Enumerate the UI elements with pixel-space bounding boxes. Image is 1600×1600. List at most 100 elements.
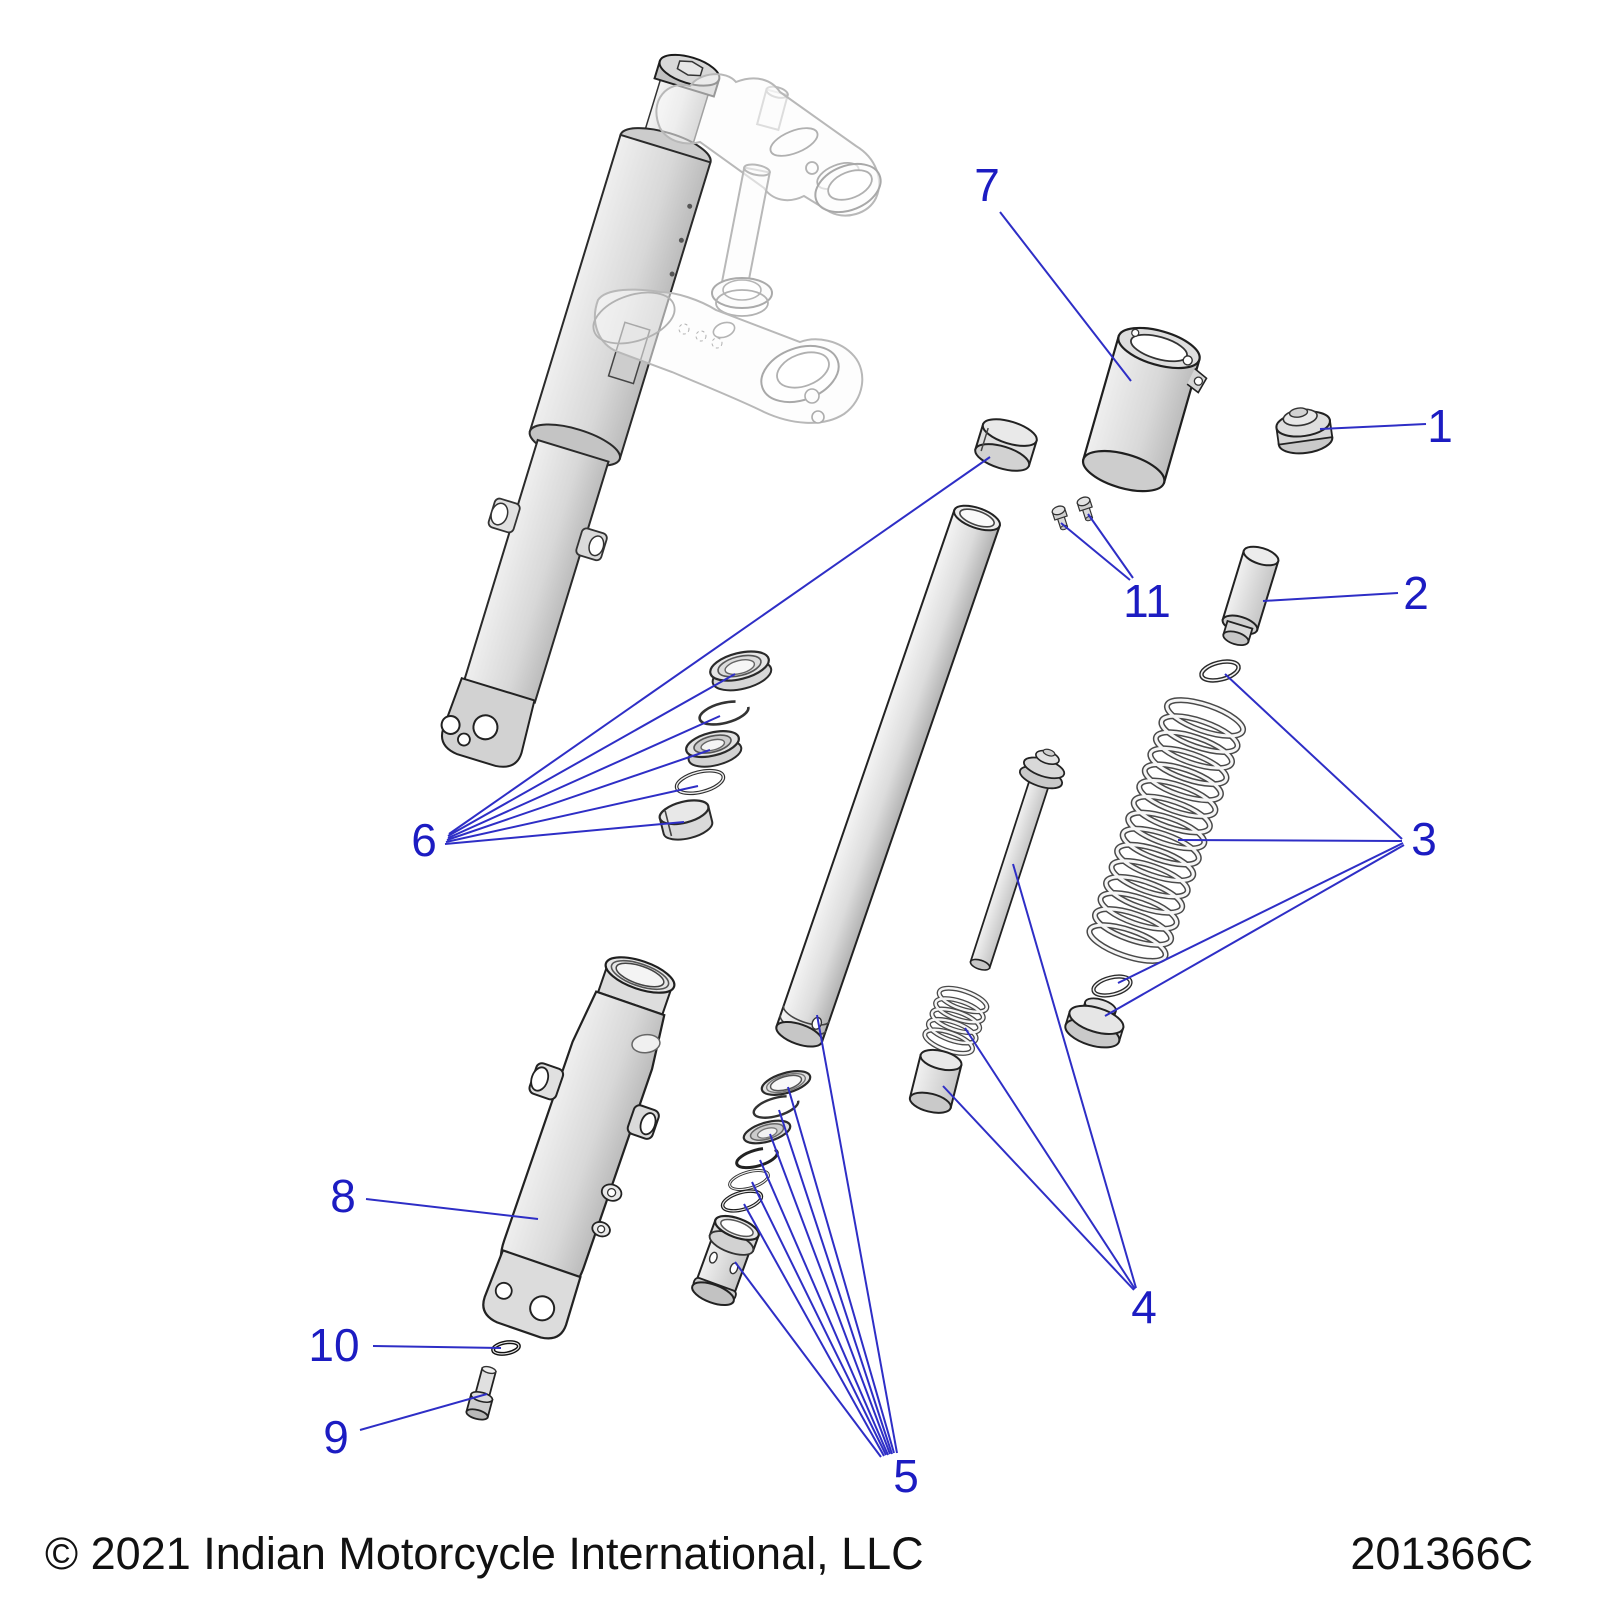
part-code: 201366C (1350, 1528, 1533, 1579)
leader-line-5 (759, 1159, 889, 1456)
leader-line-5 (751, 1181, 887, 1456)
rivet-dot (678, 237, 684, 243)
bearing-race (715, 289, 769, 317)
pinch-bolt-hole (678, 323, 690, 335)
oring-top-highlight (1200, 660, 1240, 682)
guide-cap (974, 418, 1038, 472)
cap-seam (980, 427, 989, 452)
damper-rod (969, 748, 1066, 971)
leg-axle-hole (529, 1295, 556, 1322)
cartridge-body (691, 1214, 760, 1307)
leader-line-5 (769, 1133, 891, 1455)
leader-line-2 (1262, 592, 1399, 602)
fork-cap-hex (676, 60, 704, 77)
rivet-dot (687, 203, 693, 209)
seal-washer-highlight (675, 769, 725, 795)
screw (1051, 505, 1069, 531)
leader-line-5 (787, 1086, 895, 1454)
clamp-bolt (804, 388, 820, 404)
fork-cover-part (1081, 326, 1208, 493)
clip-ring (752, 1095, 800, 1119)
leader-line-6 (445, 785, 699, 843)
lower-fork-leg (482, 956, 676, 1340)
fork-slider-body (462, 438, 610, 704)
leader-lines (359, 211, 1427, 1458)
leg-foot (482, 1248, 582, 1340)
callout-8: 8 (330, 1170, 356, 1222)
leader-line-11 (1087, 513, 1134, 579)
callout-6: 6 (411, 814, 437, 866)
pinch-bolt-hole (711, 337, 723, 349)
rod-seal (742, 1119, 792, 1145)
leader-line-5 (778, 1109, 893, 1455)
footer: © 2021 Indian Motorcycle International, … (45, 1528, 1533, 1580)
leader-line-10 (372, 1345, 502, 1349)
clamp-hole (769, 127, 819, 157)
leader-line-6 (447, 673, 736, 837)
assembled-fork-leg (440, 53, 721, 768)
flat-washer-highlight (729, 1169, 769, 1191)
inner-fork-tube (775, 504, 1001, 1048)
clamp-bolt (811, 410, 825, 424)
leader-line-11 (1060, 522, 1131, 581)
callout-3: 3 (1411, 813, 1437, 865)
leader-line-8 (365, 1198, 539, 1220)
leg-lug-left-hole (530, 1066, 550, 1092)
fender-lug-left-hole (490, 502, 509, 526)
leader-line-7 (999, 211, 1132, 382)
leader-line-4 (942, 1085, 1135, 1291)
main-spring (1085, 693, 1247, 969)
cartridge-hole (708, 1251, 718, 1264)
cover-tab-hole (1131, 328, 1140, 337)
callout-1: 1 (1427, 400, 1453, 452)
cover-side-tab-hole (1193, 376, 1204, 386)
callout-11: 11 (1123, 575, 1171, 627)
callout-5: 5 (893, 1450, 919, 1502)
leg-lug-right-hole (639, 1112, 657, 1136)
dark-clip (735, 1146, 779, 1170)
leader-line-4 (964, 1027, 1136, 1290)
leader-line-3 (1104, 844, 1405, 1017)
leader-line-6 (447, 715, 721, 839)
lower-clamp-fork-bore (592, 291, 676, 345)
steering-stem (718, 163, 771, 300)
fender-lug-right-hole (588, 535, 605, 557)
leader-line-5 (734, 1261, 882, 1458)
leader-line-3 (1177, 839, 1403, 842)
drain-oring-highlight (492, 1341, 520, 1355)
rebound-spring (922, 983, 989, 1058)
logo-badge (631, 1033, 661, 1054)
rivet-dot (669, 271, 675, 277)
leader-line-5 (816, 1014, 898, 1454)
leader-line-9 (359, 1393, 488, 1431)
dust-seal (709, 650, 773, 692)
foot-hole-small (457, 732, 471, 747)
foot-hole (440, 714, 461, 735)
oring-cartridge-highlight (722, 1190, 762, 1212)
leader-line-6 (448, 456, 991, 835)
spacer-tube-part (1221, 545, 1280, 647)
leader-line-3 (1224, 673, 1403, 840)
callout-10: 10 (308, 1319, 359, 1371)
tube-band (782, 1005, 830, 1026)
tube-opening (959, 508, 995, 528)
leader-line-1 (1319, 423, 1427, 430)
leader-line-6 (444, 821, 685, 845)
retaining-clip (698, 700, 750, 726)
leader-line-6 (446, 749, 711, 841)
callout-7: 7 (974, 159, 1000, 211)
copyright-text: © 2021 Indian Motorcycle International, … (45, 1528, 924, 1579)
piston-seal (760, 1070, 812, 1096)
stem-hole (712, 321, 736, 339)
screws-part (1051, 496, 1094, 531)
handlebar-clamp-bore (827, 169, 873, 201)
pinch-bolt-hole (695, 330, 707, 342)
callout-9: 9 (323, 1411, 349, 1463)
oil-seal (685, 730, 743, 768)
drain-bolt (465, 1365, 497, 1421)
slide-bushing (658, 799, 714, 841)
callout-2: 2 (1403, 567, 1429, 619)
axle-hole (472, 714, 499, 741)
leader-line-5 (743, 1203, 885, 1457)
